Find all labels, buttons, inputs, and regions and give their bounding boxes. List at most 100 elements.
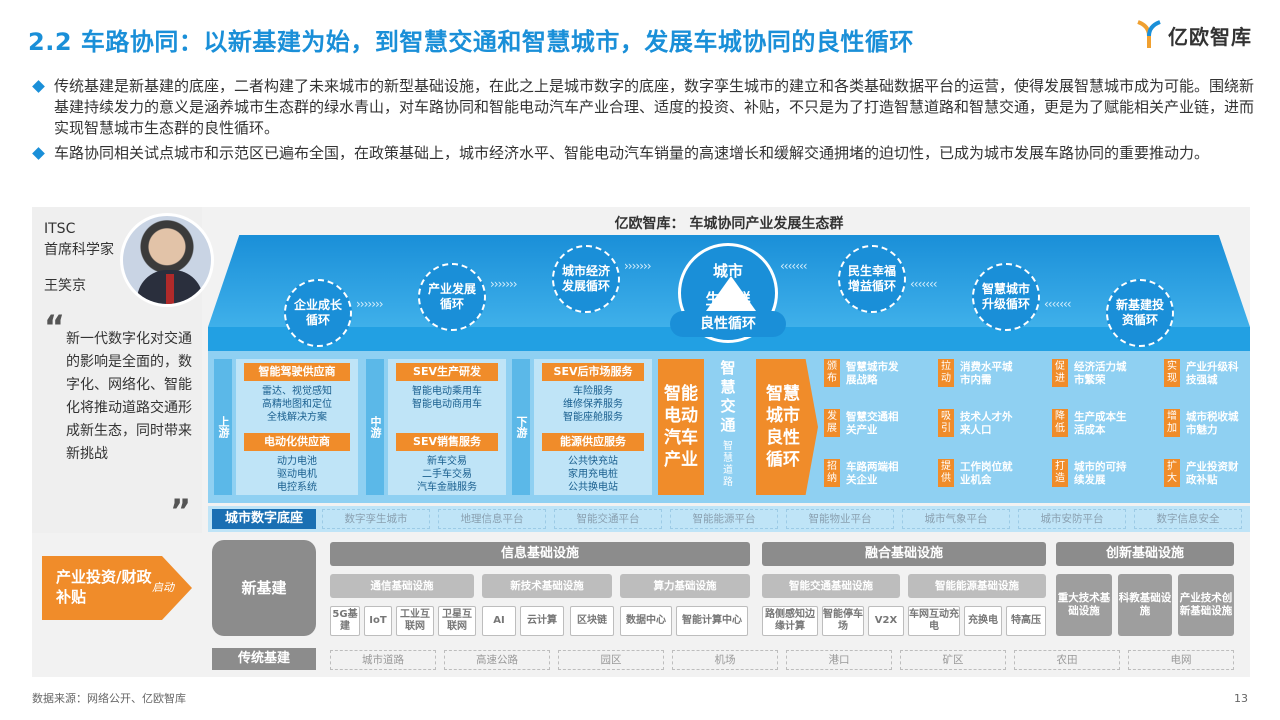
invest-label: 产业投资/财政补贴 <box>56 568 152 606</box>
cycle-enterprise: 企业成长循环 <box>284 279 352 347</box>
infra-leaf: 云计算 <box>520 606 564 636</box>
smart-road-label: 智慧道路 <box>723 441 733 488</box>
up1-sub: 雷达、视觉感知 高精地图和定位 全栈解决方案 <box>262 386 332 423</box>
traditional-infra-item: 城市道路 <box>330 650 436 670</box>
down2-tag: 能源供应服务 <box>542 433 644 451</box>
traditional-infra-label: 传统基建 <box>212 648 316 670</box>
cycle-livelihood: 民生幸福增益循环 <box>838 245 906 313</box>
traditional-infra-item: 园区 <box>558 650 664 670</box>
infra-leaf: 5G基建 <box>330 606 360 636</box>
city-base-label: 城市数字底座 <box>212 509 316 529</box>
quote-text: 新一代数字化对交通的影响是全面的，数字化、网络化、智能化将推动道路交通形成新生态… <box>66 331 192 462</box>
quote-open-icon: “ <box>44 308 66 346</box>
bullet-item: 传统基建是新基建的底座，二者构建了未来城市的新型基础设施，在此之上是城市数字的底… <box>32 76 1257 139</box>
invest-arrow: 产业投资/财政补贴 启动 <box>42 556 192 620</box>
infra-group-fusion: 融合基础设施 <box>762 542 1046 566</box>
infra-leaf: 智能计算中心 <box>676 606 748 636</box>
city-base-item: 数字孪生城市 <box>322 509 430 529</box>
cycle-smart-city: 智慧城市升级循环 <box>972 263 1040 331</box>
city-base-item: 地理信息平台 <box>438 509 546 529</box>
traditional-infra-item: 港口 <box>786 650 892 670</box>
infra-leaf: 智能停车场 <box>822 606 864 636</box>
up2-tag: 电动化供应商 <box>244 433 350 451</box>
city-base-item: 城市安防平台 <box>1018 509 1126 529</box>
city-cycle-tag: 促进 <box>1052 359 1068 387</box>
mid1-sub: 智能电动乘用车 智能电动商用车 <box>412 386 482 410</box>
avatar <box>120 213 214 307</box>
bullet-list: 传统基建是新基建的底座，二者构建了未来城市的新型基础设施，在此之上是城市数字的底… <box>32 76 1257 168</box>
up2-sub: 动力电池 驱动电机 电控系统 <box>277 456 317 493</box>
city-base-item: 智能交通平台 <box>554 509 662 529</box>
city-cycle-item: 城市税收城市魅力 <box>1186 411 1239 436</box>
infra-sub: 产业技术创新基础设施 <box>1178 574 1234 636</box>
city-cycle-tag: 降低 <box>1052 409 1068 437</box>
city-cycle-item: 生产成本生活成本 <box>1074 411 1127 436</box>
city-cycle-tag: 吸引 <box>938 409 954 437</box>
arrow-icon: ››››››› <box>490 277 518 291</box>
arrow-icon: ››››››› <box>356 297 384 311</box>
infra-sub: 科教基础设施 <box>1118 574 1172 636</box>
city-cycle-tag: 实现 <box>1164 359 1180 387</box>
downstream-tag: 下游 <box>512 359 530 495</box>
infra-leaf: 工业互联网 <box>396 606 434 636</box>
center-line3: 良性循环 <box>670 311 786 337</box>
infra-sub: 通信基础设施 <box>330 574 474 598</box>
quote-role: 首席科学家 <box>44 242 114 258</box>
bullet-item: 车路协同相关试点城市和示范区已遍布全国，在政策基础上，城市经济水平、智能电动汽车… <box>32 143 1257 164</box>
city-base-item: 数字信息安全 <box>1134 509 1242 529</box>
traditional-infra-item: 高速公路 <box>444 650 550 670</box>
infra-sub: 算力基础设施 <box>620 574 750 598</box>
city-cycle-tag: 招纳 <box>824 459 840 487</box>
downstream-box <box>534 359 652 495</box>
down1-tag: SEV后市场服务 <box>542 363 644 381</box>
center-line2: 生态群 <box>705 290 751 308</box>
center-line1: 城市 <box>712 262 743 280</box>
cycle-new-infra: 新基建投资循环 <box>1106 279 1174 347</box>
traditional-infra-item: 机场 <box>672 650 778 670</box>
city-cycle-tag: 提供 <box>938 459 954 487</box>
city-cycle-tag: 颁布 <box>824 359 840 387</box>
city-cycle-item: 消费水平城市内需 <box>960 361 1013 386</box>
city-cycle-item: 技术人才外来人口 <box>960 411 1013 436</box>
infra-group-info: 信息基础设施 <box>330 542 750 566</box>
arrow-icon: ‹‹‹‹‹‹‹ <box>780 259 808 273</box>
logo-text: 亿欧智库 <box>1168 24 1252 49</box>
city-cycle-tag: 增加 <box>1164 409 1180 437</box>
down2-sub: 公共快充站 家用充电桩 公共换电站 <box>568 456 618 493</box>
city-cycle-tag: 发展 <box>824 409 840 437</box>
infra-leaf: IoT <box>364 606 392 636</box>
data-source: 数据来源：网络公开、亿欧智库 <box>32 692 186 705</box>
infra-leaf: 区块链 <box>570 606 614 636</box>
infra-leaf: 路侧感知边缘计算 <box>762 606 818 636</box>
city-cycle-item: 智慧交通相关产业 <box>846 411 899 436</box>
infra-leaf: 卫星互联网 <box>438 606 476 636</box>
infra-sub: 重大技术基础设施 <box>1056 574 1112 636</box>
logo: 亿欧智库 <box>1136 20 1252 50</box>
infra-sub: 智能交通基础设施 <box>762 574 900 598</box>
quote-org: ITSC <box>44 221 76 237</box>
city-digital-base: 城市数字底座 数字孪生城市地理信息平台智能交通平台智能能源平台智能物业平台城市气… <box>208 506 1250 532</box>
sev-industry-box: 智能电动汽车产业 <box>658 359 704 495</box>
up1-tag: 智能驾驶供应商 <box>244 363 350 381</box>
city-cycle-item: 工作岗位就业机会 <box>960 461 1013 486</box>
arrow-icon: ‹‹‹‹‹‹‹ <box>910 277 938 291</box>
midstream-box <box>388 359 506 495</box>
mid2-tag: SEV销售服务 <box>396 433 498 451</box>
invest-driver: 启动 <box>152 581 174 594</box>
city-base-item: 城市气象平台 <box>902 509 1010 529</box>
smart-transport-label: 智慧交通 <box>720 359 736 434</box>
city-cycle-item: 城市的可持续发展 <box>1074 461 1127 486</box>
quote-name: 王笑京 <box>44 278 86 294</box>
infra-leaf: V2X <box>868 606 904 636</box>
upstream-box <box>236 359 358 495</box>
infra-leaf: 充换电 <box>964 606 1002 636</box>
ecosystem-title: 亿欧智库： 车城协同产业发展生态群 <box>614 216 844 232</box>
arrow-icon: ››››››› <box>624 259 652 273</box>
arrow-icon: ‹‹‹‹‹‹‹ <box>1044 297 1072 311</box>
traditional-infra-item: 农田 <box>1014 650 1120 670</box>
city-cycle-tag: 拉动 <box>938 359 954 387</box>
city-base-item: 智能物业平台 <box>786 509 894 529</box>
infra-leaf: AI <box>482 606 516 636</box>
page-title: 2.2 车路协同：以新基建为始，到智慧交通和智慧城市，发展车城协同的良性循环 <box>28 28 914 56</box>
city-cycle-item: 经济活力城市繁荣 <box>1074 361 1127 386</box>
